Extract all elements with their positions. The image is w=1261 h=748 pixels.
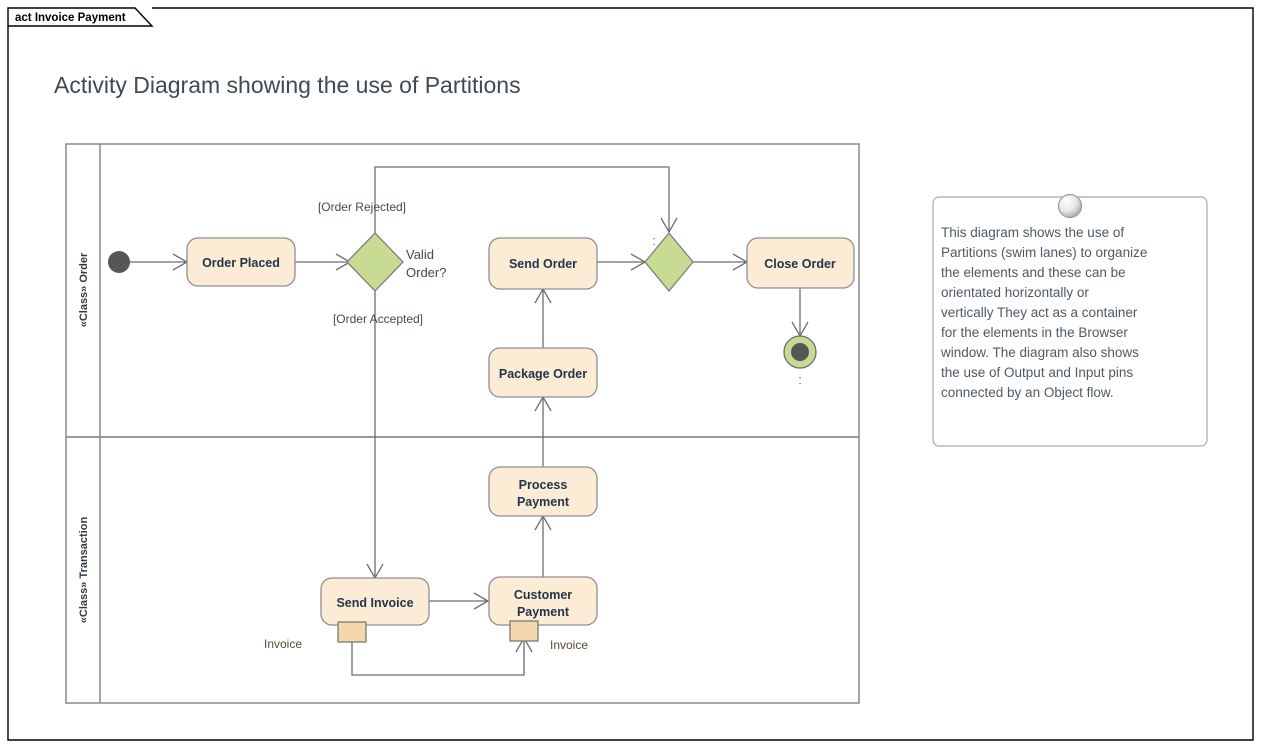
activity-close-order[interactable]: Close Order <box>746 237 855 289</box>
note-line-8: the use of Output and Input pins <box>941 365 1133 380</box>
activity-send-invoice-shape[interactable] <box>320 577 430 626</box>
activity-package-order[interactable]: Package Order <box>488 347 598 398</box>
merge-node[interactable]: : <box>644 231 694 293</box>
activity-customer-payment[interactable]: Customer Payment <box>488 576 598 626</box>
activity-customer-payment-shape[interactable] <box>488 576 598 626</box>
decision-valid-order-shape[interactable] <box>346 232 404 292</box>
activity-send-order[interactable]: Send Order <box>488 237 598 290</box>
guard-label-rejected: [Order Rejected] <box>318 200 406 214</box>
note-line-9: connected by an Object flow. <box>941 385 1114 400</box>
final-node-inner <box>791 343 809 361</box>
activity-order-placed-shape[interactable] <box>186 237 296 287</box>
note-line-4: orientated horizontally or <box>941 285 1089 300</box>
activity-process-payment-shape[interactable] <box>488 466 598 517</box>
frame-border <box>7 7 1254 741</box>
frame-tab-label: act Invoice Payment <box>15 12 126 24</box>
partitions-outer-box <box>65 143 860 704</box>
note-pin-icon <box>1057 193 1083 219</box>
activity-package-order-shape[interactable] <box>488 347 598 398</box>
lane-label-transaction: «Class» Transaction <box>78 517 90 624</box>
guard-label-accepted: [Order Accepted] <box>333 312 423 326</box>
activity-close-order-shape[interactable] <box>746 237 855 289</box>
partition-container: «Class» Order «Class» Transaction <box>65 143 860 704</box>
merge-node-shape[interactable] <box>644 231 694 293</box>
activity-order-placed-label: Order Placed <box>202 256 280 270</box>
note-line-2: Partitions (swim lanes) to organize <box>941 245 1147 260</box>
input-pin-invoice-label: Invoice <box>550 638 588 652</box>
note-line-6: for the elements in the Browser <box>941 325 1128 340</box>
input-pin-invoice[interactable]: Invoice <box>509 620 588 652</box>
output-pin-invoice-shape[interactable] <box>337 621 367 643</box>
initial-node[interactable] <box>108 251 130 273</box>
note-line-5: vertically They act as a container <box>941 305 1138 320</box>
activity-order-placed[interactable]: Order Placed <box>186 237 296 287</box>
merge-node-label: : <box>652 233 656 248</box>
object-flow-invoice <box>351 638 525 676</box>
activity-send-order-shape[interactable] <box>488 237 598 290</box>
note-line-7: window. The diagram also shows <box>940 345 1139 360</box>
output-pin-invoice[interactable]: Invoice <box>264 621 367 651</box>
note-line-1: This diagram shows the use of <box>941 225 1124 240</box>
activity-package-order-label: Package Order <box>499 367 587 381</box>
flow-order-rejected <box>374 166 670 234</box>
frame-tab <box>7 7 154 27</box>
activity-send-order-label: Send Order <box>509 257 577 271</box>
final-node[interactable]: : <box>783 335 817 387</box>
lane-label-order: «Class» Order <box>78 252 90 327</box>
input-pin-invoice-shape[interactable] <box>509 620 539 642</box>
activity-process-payment[interactable]: Process Payment <box>488 466 598 517</box>
diagram-note[interactable]: This diagram shows the use of Partitions… <box>932 193 1208 447</box>
activity-process-payment-label-line1: Process <box>519 478 568 492</box>
page-title: Activity Diagram showing the use of Part… <box>54 72 521 98</box>
diagram-frame: act Invoice Payment <box>7 7 1254 741</box>
final-node-label: : <box>798 372 802 387</box>
output-pin-invoice-label: Invoice <box>264 637 302 651</box>
activity-customer-payment-label-line2: Payment <box>517 605 570 619</box>
arrowhead-customer-payment <box>473 592 490 610</box>
activity-send-invoice[interactable]: Send Invoice <box>320 577 430 626</box>
activity-customer-payment-label-line1: Customer <box>514 588 572 602</box>
note-line-3: the elements and these can be <box>941 265 1126 280</box>
activity-send-invoice-label: Send Invoice <box>336 596 413 610</box>
activity-close-order-label: Close Order <box>764 257 836 271</box>
activity-process-payment-label-line2: Payment <box>517 495 570 509</box>
